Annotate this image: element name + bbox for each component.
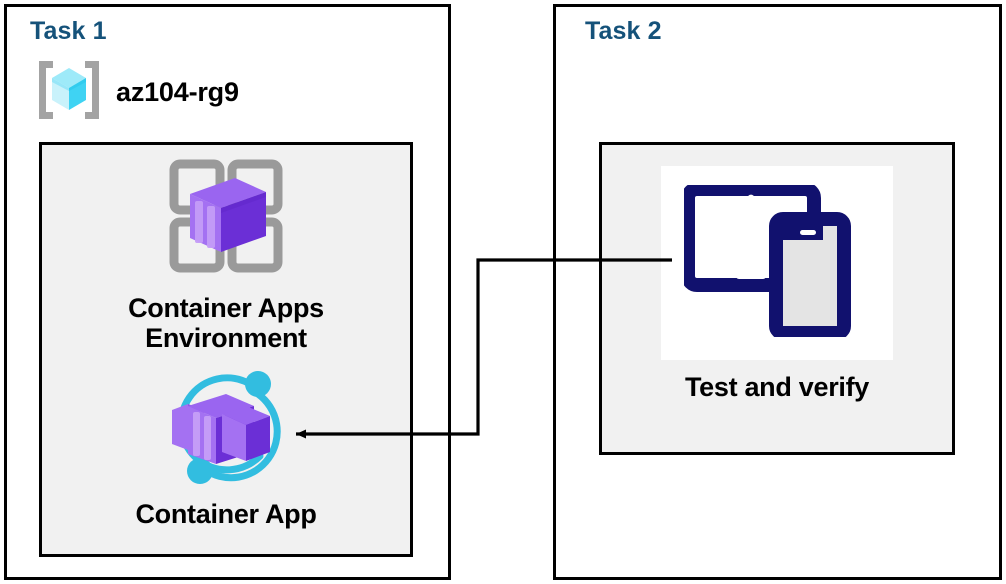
container-app-item: Container App — [39, 368, 413, 529]
devices-tablet-phone-icon — [681, 181, 870, 342]
container-apps-environment-caption: Container Apps Environment — [128, 293, 324, 354]
test-and-verify-caption: Test and verify — [684, 372, 870, 402]
azure-resource-group-icon — [36, 58, 102, 127]
container-app-icon — [162, 368, 290, 493]
task-1-label: Task 1 — [30, 17, 107, 45]
test-and-verify-icon-plate — [661, 166, 893, 360]
container-apps-environment-icon — [162, 152, 290, 285]
test-and-verify-item: Test and verify — [599, 166, 955, 402]
container-apps-environment-item: Container Apps Environment — [39, 152, 413, 353]
task-2-label: Task 2 — [585, 17, 662, 45]
resource-group-name: az104-rg9 — [116, 77, 239, 107]
container-app-caption: Container App — [135, 499, 317, 529]
resource-group-row: az104-rg9 — [36, 58, 239, 127]
